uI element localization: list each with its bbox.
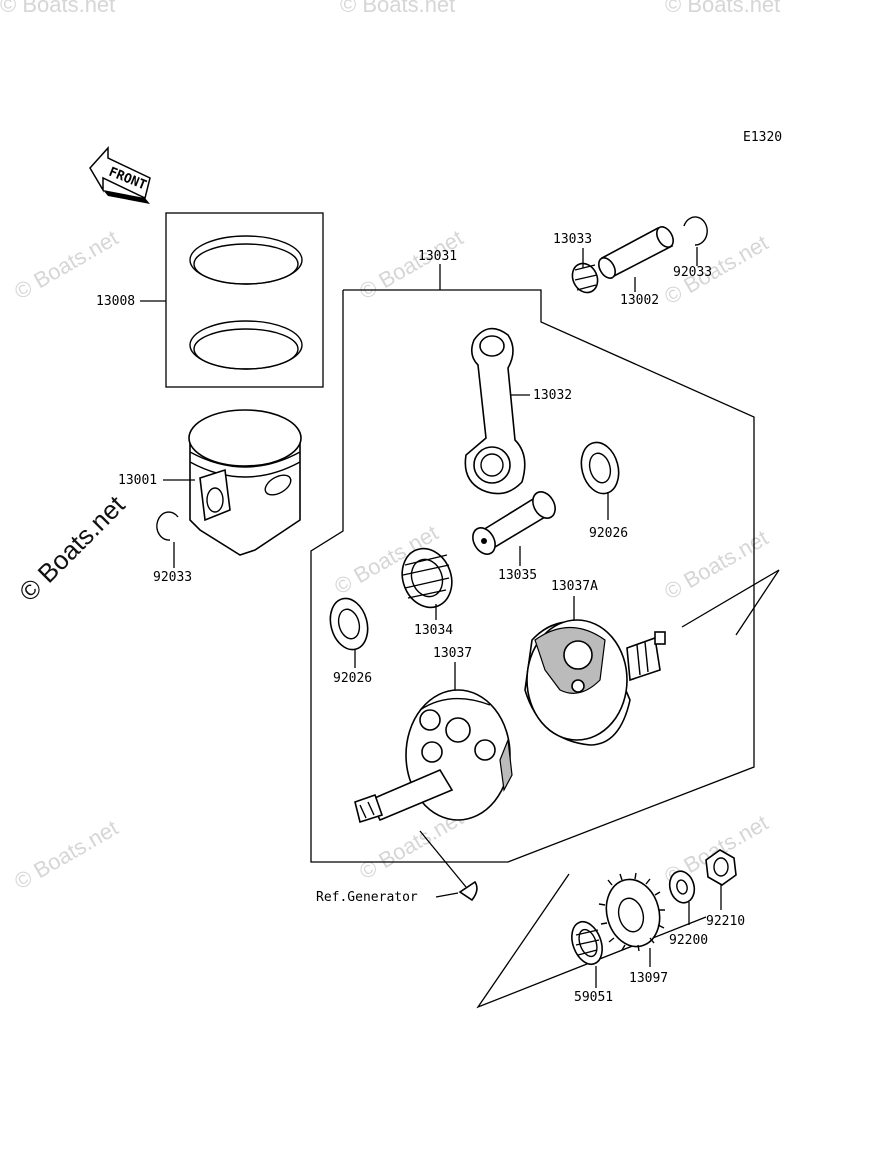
thrust-washer-icon [329,597,369,651]
part-number-13001: 13001 [118,473,157,488]
part-number-92026: 92026 [333,671,372,686]
watermark-dark: © Boats.net [13,489,131,607]
watermark: © Boats.net [340,0,455,17]
watermark: © Boats.net [665,0,780,17]
leader-line [419,830,467,888]
part-number-92033: 92033 [673,265,712,280]
washer-icon [668,870,696,904]
crankshaft-right-half-icon [524,619,666,746]
break-line [476,873,707,1009]
part-number-92026: 92026 [589,526,628,541]
crank-pin-icon [472,491,556,555]
piston-pin-icon [598,226,674,279]
small-end-bearing-icon [571,262,599,294]
circlip-icon [156,511,179,541]
part-number-13002: 13002 [620,293,659,308]
part-number-13097: 13097 [629,971,668,986]
part-number-13032: 13032 [533,388,572,403]
part-number-13037A: 13037A [551,579,598,594]
leader-lines [140,247,722,988]
piston-icon [188,409,302,556]
break-line [681,569,780,636]
piston-ring-icon [189,320,303,370]
watermark: © Boats.net [10,815,122,894]
needle-bearing-icon [401,547,453,609]
crank-assembly-outline [310,289,755,863]
watermark-layer: © Boats.net © Boats.net © Boats.net © Bo… [0,0,780,894]
crankshaft-left-half-icon [354,689,513,824]
ref-generator-label: Ref.Generator [316,890,418,905]
leader-line [435,892,459,898]
needle-bearing-icon [571,920,603,966]
watermark: © Boats.net [660,525,772,604]
watermark: © Boats.net [0,0,115,17]
watermark: © Boats.net [355,225,467,304]
part-number-13031: 13031 [418,249,457,264]
thrust-washer-icon [580,441,620,495]
circlip-icon [683,216,708,246]
piston-ring-box [165,212,324,388]
front-arrow-icon: FRONT [89,146,151,204]
part-number-92033: 92033 [153,570,192,585]
part-number-59051: 59051 [574,990,613,1005]
piston-ring-icon [189,235,303,285]
part-number-92200: 92200 [669,933,708,948]
part-number-92210: 92210 [706,914,745,929]
connecting-rod-icon [464,327,526,495]
part-number-13033: 13033 [553,232,592,247]
nut-icon [705,849,737,886]
diagram-code: E1320 [743,130,782,145]
part-number-13008: 13008 [96,294,135,309]
gear-icon [598,872,665,952]
part-number-13037: 13037 [433,646,472,661]
woodruff-key-icon [458,880,478,902]
watermark: © Boats.net [10,225,122,304]
part-number-13035: 13035 [498,568,537,583]
part-labels: 13008 13001 92033 13031 13033 13002 9203… [96,232,745,1005]
part-number-13034: 13034 [414,623,453,638]
